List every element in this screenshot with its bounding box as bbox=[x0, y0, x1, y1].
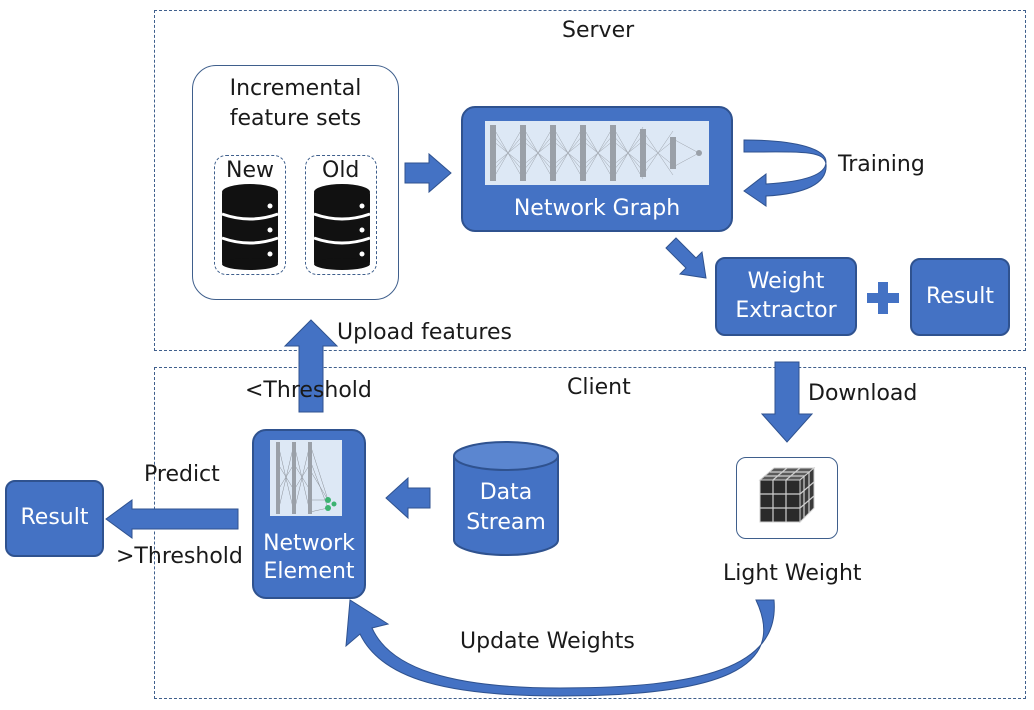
cube-icon bbox=[758, 466, 816, 524]
arrow-down-icon bbox=[760, 361, 814, 443]
arrow-down-right-icon bbox=[665, 237, 707, 279]
weight-extractor-label: Weight Extractor bbox=[735, 268, 837, 323]
server-result-label: Result bbox=[926, 283, 994, 309]
update-weights-label: Update Weights bbox=[460, 629, 635, 654]
client-region bbox=[154, 367, 1026, 699]
data-stream-cylinder-icon bbox=[453, 441, 559, 556]
arrow-left-icon bbox=[105, 499, 239, 539]
download-label: Download bbox=[808, 381, 918, 406]
plus-icon bbox=[867, 282, 899, 314]
light-weight-label: Light Weight bbox=[723, 561, 862, 586]
client-result-label: Result bbox=[20, 505, 89, 531]
below-threshold-label: <Threshold bbox=[245, 378, 372, 403]
server-result-box: Result bbox=[910, 258, 1010, 336]
feature-sets-title: Incremental feature sets bbox=[229, 76, 362, 131]
predict-label: Predict bbox=[144, 462, 220, 487]
arrow-up-icon bbox=[283, 319, 339, 413]
weight-extractor-box: Weight Extractor bbox=[715, 257, 857, 336]
network-graph-label: Network Graph bbox=[513, 196, 681, 222]
upload-features-label: Upload features bbox=[337, 320, 512, 345]
server-title: Server bbox=[562, 18, 635, 43]
training-label: Training bbox=[838, 152, 925, 177]
update-weights-arrow-icon bbox=[345, 599, 775, 697]
above-threshold-label: >Threshold bbox=[116, 544, 243, 569]
database-icon bbox=[313, 184, 371, 270]
training-loop-icon bbox=[743, 139, 827, 207]
old-feature-set bbox=[305, 155, 377, 275]
old-label: Old bbox=[322, 158, 360, 183]
client-result-box: Result bbox=[5, 480, 104, 557]
client-title: Client bbox=[567, 375, 631, 400]
arrow-left-icon bbox=[385, 476, 431, 520]
database-icon bbox=[221, 184, 279, 270]
server-region bbox=[154, 10, 1026, 351]
network-element-label: Network Element bbox=[263, 530, 355, 585]
network-element-icon bbox=[270, 440, 342, 516]
arrow-right-icon bbox=[404, 152, 452, 194]
new-feature-set bbox=[214, 155, 286, 275]
data-stream-label: Data Stream bbox=[466, 480, 546, 535]
new-label: New bbox=[226, 158, 274, 183]
neural-network-icon bbox=[485, 121, 709, 185]
